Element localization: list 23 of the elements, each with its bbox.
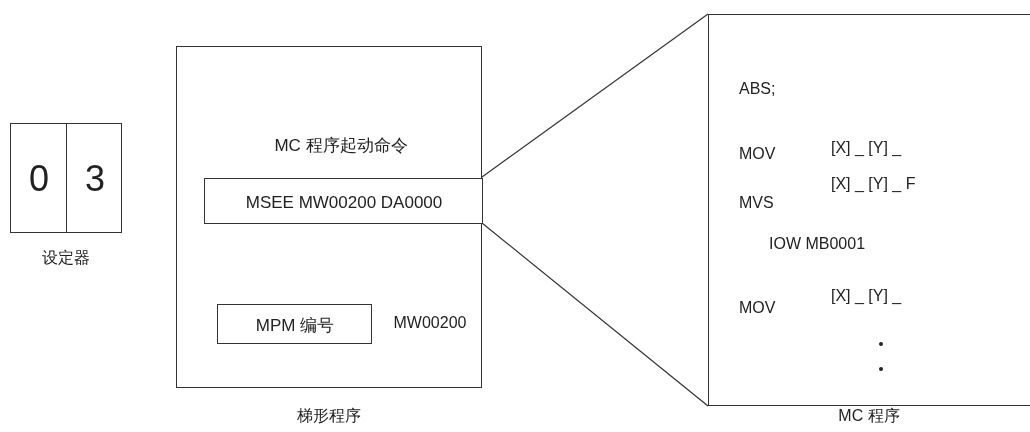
device-label: 设定器 [42,250,90,266]
connector-line [481,222,709,407]
value-label: MW00200 [393,315,467,331]
code-line: [X] _ [Y] _ F [831,176,916,192]
code-line: IOW MB0001 [769,236,866,252]
connector-line [481,13,709,178]
program-box [176,46,482,388]
program-box [708,14,1030,406]
display-digit: 0 [29,161,49,197]
command-text: MSEE MW00200 DA0000 [245,193,443,211]
code-line: MVS [739,195,774,211]
node-label: 梯形程序 [297,408,361,424]
code-line: MOV [739,300,776,316]
code-line: ABS; [739,81,776,97]
code-line: MOV [739,146,776,162]
code-line: [X] _ [Y] _ [831,140,902,156]
box-label: MPM 编号 [255,316,335,334]
node-label: MC 程序 [838,408,900,424]
setter-display [10,123,122,233]
display-digit: 3 [85,161,105,197]
code-line: [X] _ [Y] _ [831,288,902,304]
heading: MC 程序起动命令 [274,136,408,154]
number-box [217,304,372,344]
